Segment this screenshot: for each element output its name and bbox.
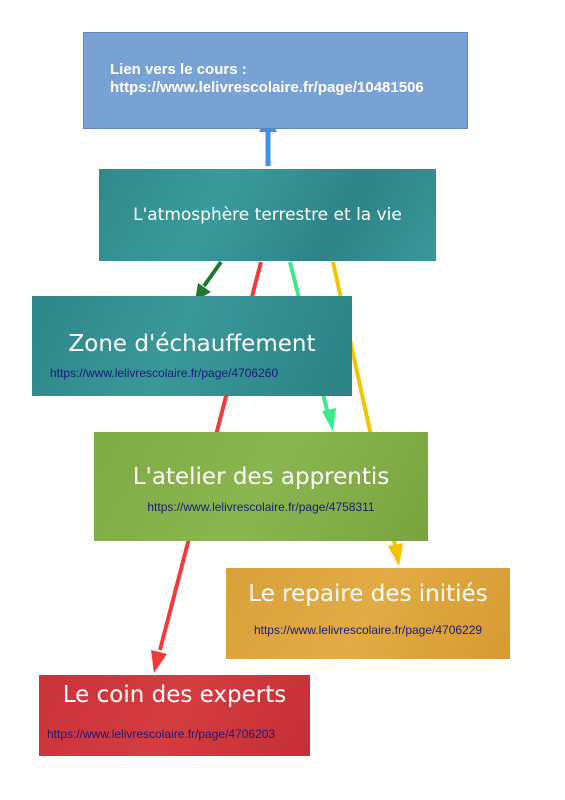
atelier-title: L'atelier des apprentis — [132, 464, 390, 490]
main-topic-box: L'atmosphère terrestre et la vie — [99, 169, 436, 261]
course-link-label: Lien vers le cours : — [110, 61, 247, 78]
repaire-url[interactable]: https://www.lelivrescolaire.fr/page/4706… — [253, 623, 483, 637]
repaire-title: Le repaire des initiés — [248, 581, 488, 607]
coin-url[interactable]: https://www.lelivrescolaire.fr/page/4706… — [47, 727, 276, 741]
course-link-box: Lien vers le cours : https://www.lelivre… — [83, 32, 468, 129]
atelier-url[interactable]: https://www.lelivrescolaire.fr/page/4758… — [147, 500, 375, 514]
main-topic-title: L'atmosphère terrestre et la vie — [133, 205, 402, 225]
zone-title: Zone d'échauffement — [68, 331, 316, 357]
repaire-box: Le repaire des initiés https://www.leliv… — [226, 568, 510, 659]
zone-box: Zone d'échauffement https://www.lelivres… — [32, 296, 352, 396]
coin-box: Le coin des experts https://www.lelivres… — [39, 675, 310, 756]
zone-url[interactable]: https://www.lelivrescolaire.fr/page/4706… — [50, 366, 279, 380]
coin-title: Le coin des experts — [62, 682, 287, 708]
course-link-url[interactable]: https://www.lelivrescolaire.fr/page/1048… — [110, 79, 424, 96]
atelier-box: L'atelier des apprentis https://www.leli… — [94, 432, 428, 541]
